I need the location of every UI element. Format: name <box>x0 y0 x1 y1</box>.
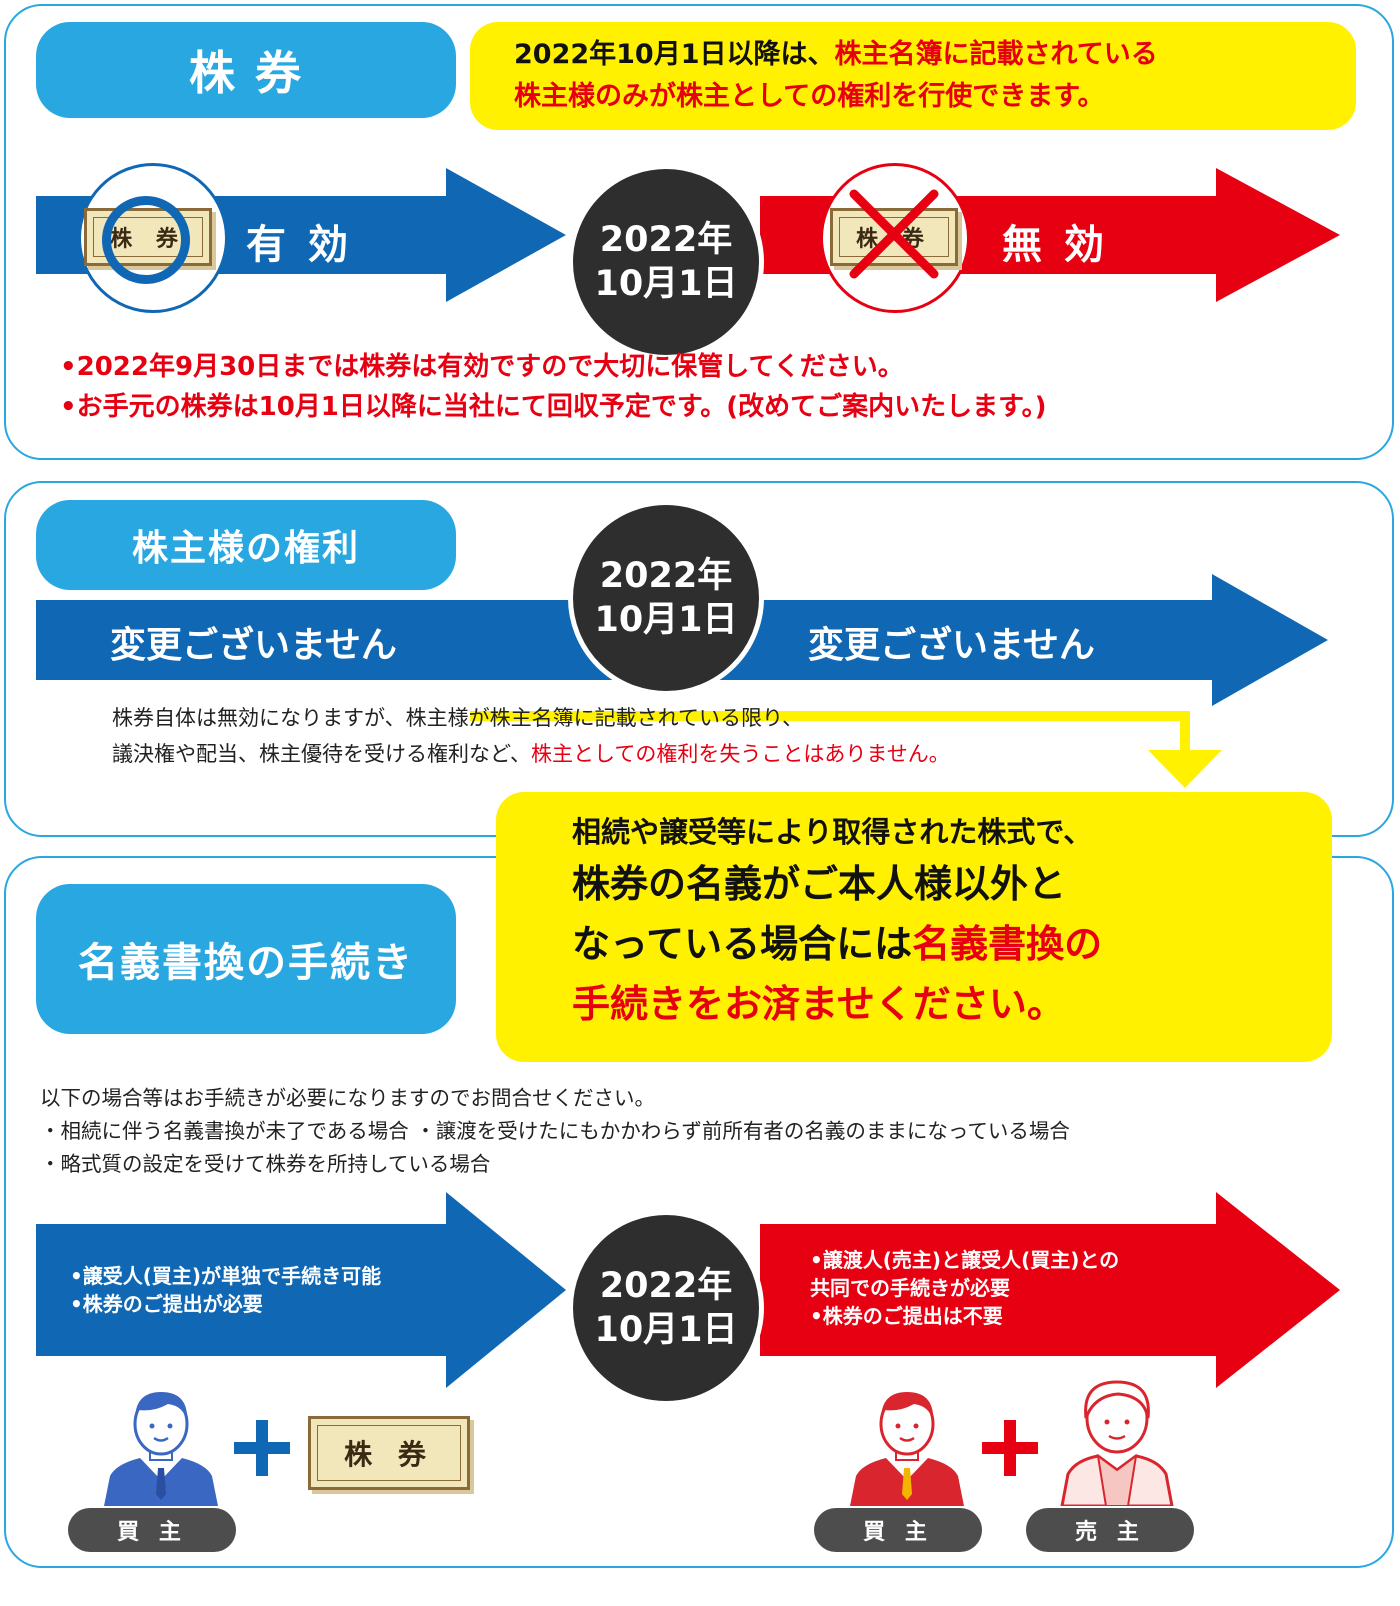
section2-title: 株主様の権利 <box>36 500 456 590</box>
note1-a: 株券自体は無効になりますが、 <box>112 706 406 730</box>
valid-label: 有 効 <box>246 222 352 268</box>
connector-line-vertical <box>1180 711 1190 753</box>
buyer-person-icon <box>104 1392 218 1506</box>
case-line: ・略式質の設定を受けて株券を所持している場合 <box>40 1152 491 1176</box>
case-line: ・相続に伴う名義書換が未了である場合 ・譲渡を受けたにもかかわらず前所有者の名義… <box>40 1119 1070 1143</box>
date-day: 10月1日 <box>594 600 738 640</box>
after-procedure-list: •譲渡人(売主)と譲受人(買主)との 共同での手続きが必要 •株券のご提出は不要 <box>810 1246 1119 1330</box>
notice-box: 2022年10月1日以降は、株主名簿に記載されている 株主様のみが株主としての権… <box>470 22 1356 130</box>
bullet-item: •2022年9月30日までは株券は有効ですので大切に保管してください。 <box>60 352 904 382</box>
intro-text: 以下の場合等はお手続きが必要になりますのでお問合せください。 <box>40 1086 655 1110</box>
section2-title-text: 株主様の権利 <box>131 528 360 569</box>
buyer-label: 買 主 <box>117 1520 187 1545</box>
rights-after-label: 変更ございません <box>808 625 1095 666</box>
seller-person-icon <box>1060 1380 1174 1506</box>
connector-line <box>470 711 1190 721</box>
list-item: •譲渡人(売主)と譲受人(買主)との <box>810 1248 1120 1272</box>
date-circle-3: 2022年 10月1日 <box>568 1210 764 1406</box>
section3-title: 名義書換の手続き <box>36 884 456 1034</box>
buyer-procedure-arrow <box>36 1192 566 1388</box>
date-year: 2022年 <box>599 220 733 260</box>
notice-text-black: 2022年10月1日以降は、 <box>514 39 835 70</box>
list-item: •株券のご提出が必要 <box>70 1292 263 1316</box>
rights-note: 株券自体は無効になりますが、株主様が株主名簿に記載されている限り、 議決権や配当… <box>112 700 1172 772</box>
callout-line4: 手続きをお済ませください。 <box>572 982 1065 1026</box>
buyer-tag: 買 主 <box>68 1508 236 1552</box>
callout-line3-red: 名義書換の <box>912 922 1103 966</box>
joint-procedure-arrow <box>760 1192 1340 1388</box>
bullet-item: •お手元の株券は10月1日以降に当社にて回収予定です。(改めてご案内いたします。… <box>60 392 1047 422</box>
section1-title: 株 券 <box>36 22 456 118</box>
down-arrow-icon <box>1148 750 1222 788</box>
note2-a: 議決権や配当、株主優待を受ける権利など、 <box>112 742 531 766</box>
seller-label: 売 主 <box>1075 1520 1145 1545</box>
date-circle-2: 2022年 10月1日 <box>568 500 764 696</box>
circle-ok-icon <box>102 196 190 284</box>
callout-line1: 相続や譲受等により取得された株式で、 <box>572 815 1093 849</box>
transfer-cases: 以下の場合等はお手続きが必要になりますのでお問合せください。 ・相続に伴う名義書… <box>40 1082 1380 1181</box>
list-item: 共同での手続きが必要 <box>810 1276 1010 1300</box>
date-year: 2022年 <box>599 1266 733 1306</box>
date-day: 10月1日 <box>594 264 738 304</box>
section1-title-text: 株 券 <box>188 46 303 100</box>
date-day: 10月1日 <box>594 1310 738 1350</box>
callout-line3-black: なっている場合には <box>572 922 913 966</box>
buyer-person-red-icon <box>850 1392 964 1506</box>
date-year: 2022年 <box>599 556 733 596</box>
callout-box: 相続や譲受等により取得された株式で、 株券の名義がご本人様以外と なっている場合… <box>496 792 1332 1062</box>
buyer-tag-right: 買 主 <box>814 1508 982 1552</box>
list-item: •譲受人(買主)が単独で手続き可能 <box>70 1264 382 1288</box>
before-procedure-list: •譲受人(買主)が単独で手続き可能 •株券のご提出が必要 <box>70 1262 381 1318</box>
cross-icon <box>849 189 939 279</box>
note1-b: 株主様が株主名簿に記載されている限り、 <box>405 706 804 730</box>
invalid-label: 無 効 <box>1002 222 1108 268</box>
callout-line2: 株券の名義がご本人様以外と <box>572 862 1067 906</box>
notice-text-red-2: 株主様のみが株主としての権利を行使できます。 <box>514 81 1105 112</box>
rights-before-label: 変更ございません <box>110 625 397 666</box>
section1-bullets: •2022年9月30日までは株券は有効ですので大切に保管してください。 •お手元… <box>60 347 1360 427</box>
buyer-label-right: 買 主 <box>863 1520 933 1545</box>
stock-certificate-icon: 株 券 <box>308 1416 470 1490</box>
plus-icon <box>234 1420 290 1476</box>
note2-b: 株主としての権利を失うことはありません。 <box>530 742 950 766</box>
seller-tag: 売 主 <box>1026 1508 1194 1552</box>
cert-label: 株 券 <box>344 1438 434 1471</box>
section3-title-text: 名義書換の手続き <box>78 940 414 986</box>
date-circle-1: 2022年 10月1日 <box>568 164 764 360</box>
plus-red-icon <box>982 1420 1038 1476</box>
list-item: •株券のご提出は不要 <box>810 1304 1003 1328</box>
notice-text-red: 株主名簿に記載されている <box>834 39 1158 70</box>
